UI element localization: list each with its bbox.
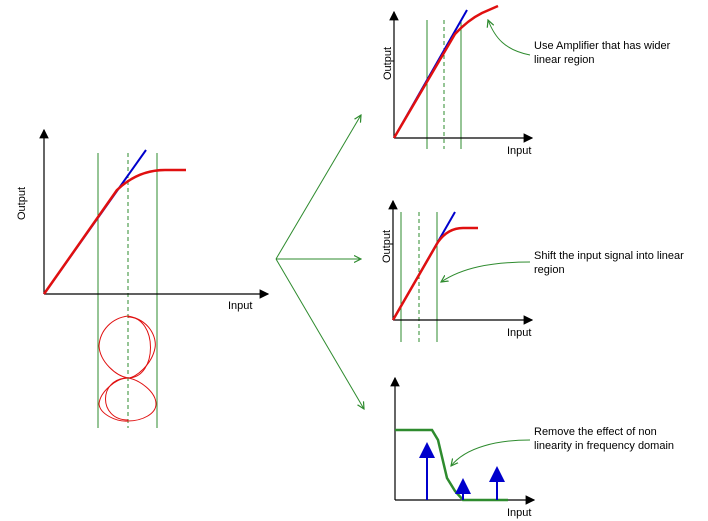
branch-arrows [275,115,364,409]
branch-arrow-bottom [275,258,364,409]
main-response-curve [42,168,186,295]
mid-response-curve [391,226,478,321]
main-input-sine-top [101,317,155,420]
panel-middle: Input Output Shift the input signal into… [381,199,684,342]
main-input-wave-shifted [98,315,157,422]
top-callout-arrow [488,20,531,56]
panel-top: Input Output Use Amplifier that has wide… [382,4,671,157]
mid-x-label: Input [507,327,531,339]
bottom-callout-arrow [451,439,531,466]
main-x-label: Input [228,300,252,312]
mid-note-line2: region [534,264,565,276]
main-plot: Input Output [16,128,270,428]
top-response-curve [392,4,499,139]
top-x-label: Input [507,145,531,157]
bottom-x-label: Input [507,507,531,519]
main-input-wave [98,315,156,422]
mid-y-label: Output [381,230,393,263]
bottom-note-line1: Remove the effect of non [534,426,657,438]
panel-bottom: Input Remove the effect of non linearity… [390,376,674,519]
branch-arrow-top [275,115,361,260]
main-y-label: Output [16,187,28,220]
top-y-label: Output [382,47,394,80]
top-note-line1: Use Amplifier that has wider [534,40,671,52]
bottom-note-line2: linearity in frequency domain [534,440,674,452]
top-note-line2: linear region [534,54,595,66]
mid-note-line1: Shift the input signal into linear [534,250,684,262]
mid-callout-arrow [441,261,531,282]
